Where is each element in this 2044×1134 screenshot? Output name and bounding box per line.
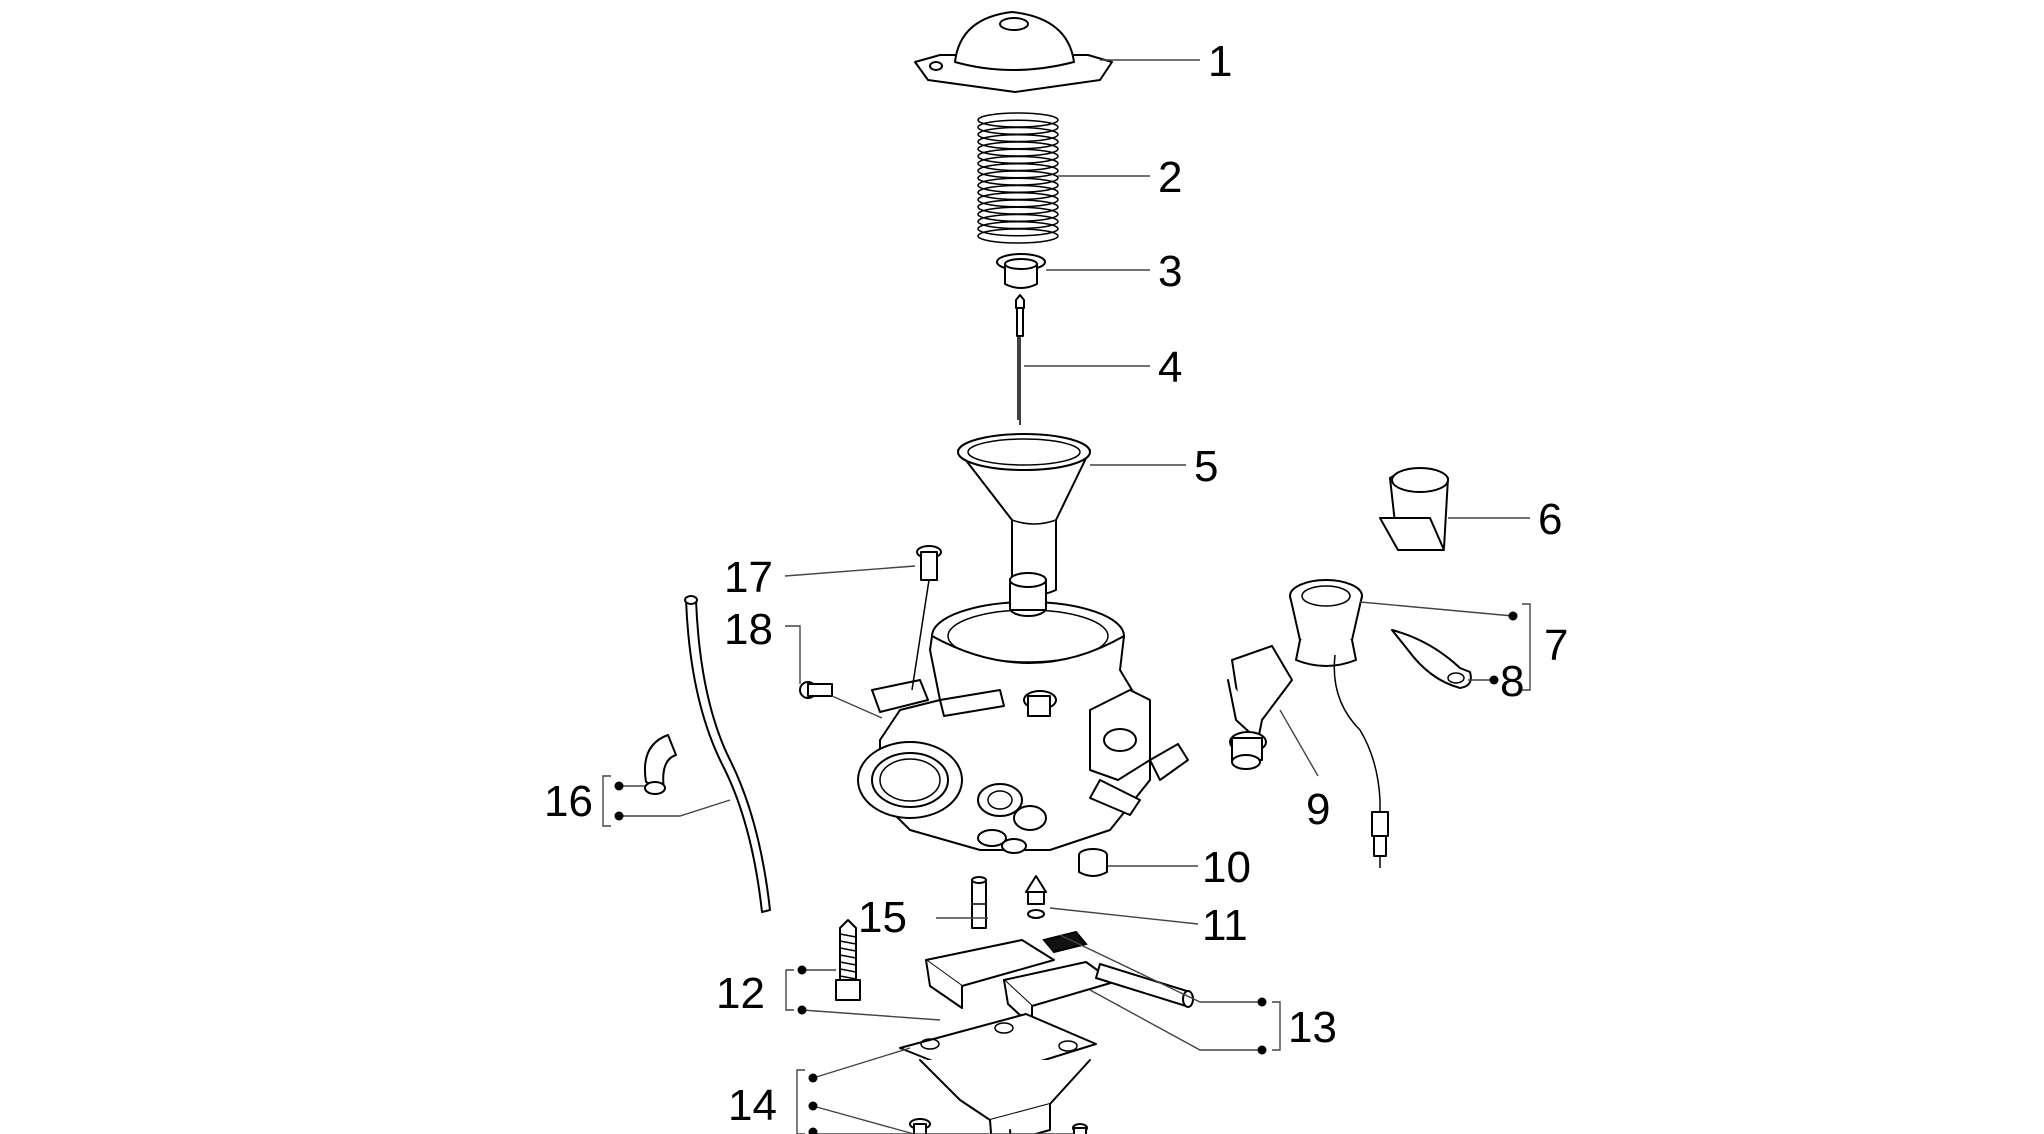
part-16-fuel-hoses[interactable] [644,595,771,913]
leader-lines [619,59,1530,1134]
part-9-throttle-housing[interactable] [1227,645,1293,770]
part-6-choke-cover[interactable] [1379,467,1449,551]
carburetor-body[interactable] [857,572,1189,854]
part-7-starter-choke[interactable] [1289,579,1389,868]
callout-14: 14 [728,1081,777,1130]
part-12-pilot-screw[interactable] [835,919,861,1001]
screw-thread [839,940,857,945]
callout-16: 16 [544,777,593,826]
part-13-float-assembly[interactable] [925,930,1194,1027]
part-5-piston-slide[interactable] [957,433,1091,596]
callout-5: 5 [1194,442,1218,491]
callout-labels: 1 2 3 4 5 6 7 8 9 10 11 12 13 14 15 16 1… [544,37,1568,1130]
callout-18: 18 [724,605,773,654]
spring-coil [977,228,1059,244]
screw-thread [839,975,857,980]
callout-12: 12 [716,969,765,1018]
callout-4: 4 [1158,343,1182,392]
callout-17: 17 [724,553,773,602]
group-brackets [602,603,1531,1134]
callout-10: 10 [1202,843,1251,892]
part-2-spring[interactable] [977,112,1059,244]
part-11-float-needle[interactable] [1025,875,1047,919]
part-15-main-jet[interactable] [971,876,987,929]
part-3-needle-holder[interactable] [996,253,1046,289]
screw-thread [839,961,857,966]
spring-coil [977,221,1059,237]
part-17-screw[interactable] [911,545,942,691]
callout-6: 6 [1538,495,1562,544]
callout-8: 8 [1500,657,1524,706]
screw-thread [839,968,857,973]
part-18-screw[interactable] [799,681,833,699]
screw-thread [839,954,857,959]
callout-15: 15 [858,893,907,942]
callout-1: 1 [1208,37,1232,86]
callout-9: 9 [1306,785,1330,834]
callout-11: 11 [1202,901,1248,950]
part-14-float-bowl[interactable] [899,1013,1097,1134]
screw-thread [839,947,857,952]
part-4-jet-needle[interactable] [1015,294,1025,425]
part-1-chamber-cover[interactable] [914,11,1113,93]
callout-2: 2 [1158,153,1182,202]
part-10-jet-cap[interactable] [1078,848,1108,877]
callout-7: 7 [1544,621,1568,670]
callout-13: 13 [1288,1003,1337,1052]
callout-3: 3 [1158,247,1182,296]
screw-thread [839,933,857,938]
part-8-clamp-plate[interactable] [1391,629,1472,689]
